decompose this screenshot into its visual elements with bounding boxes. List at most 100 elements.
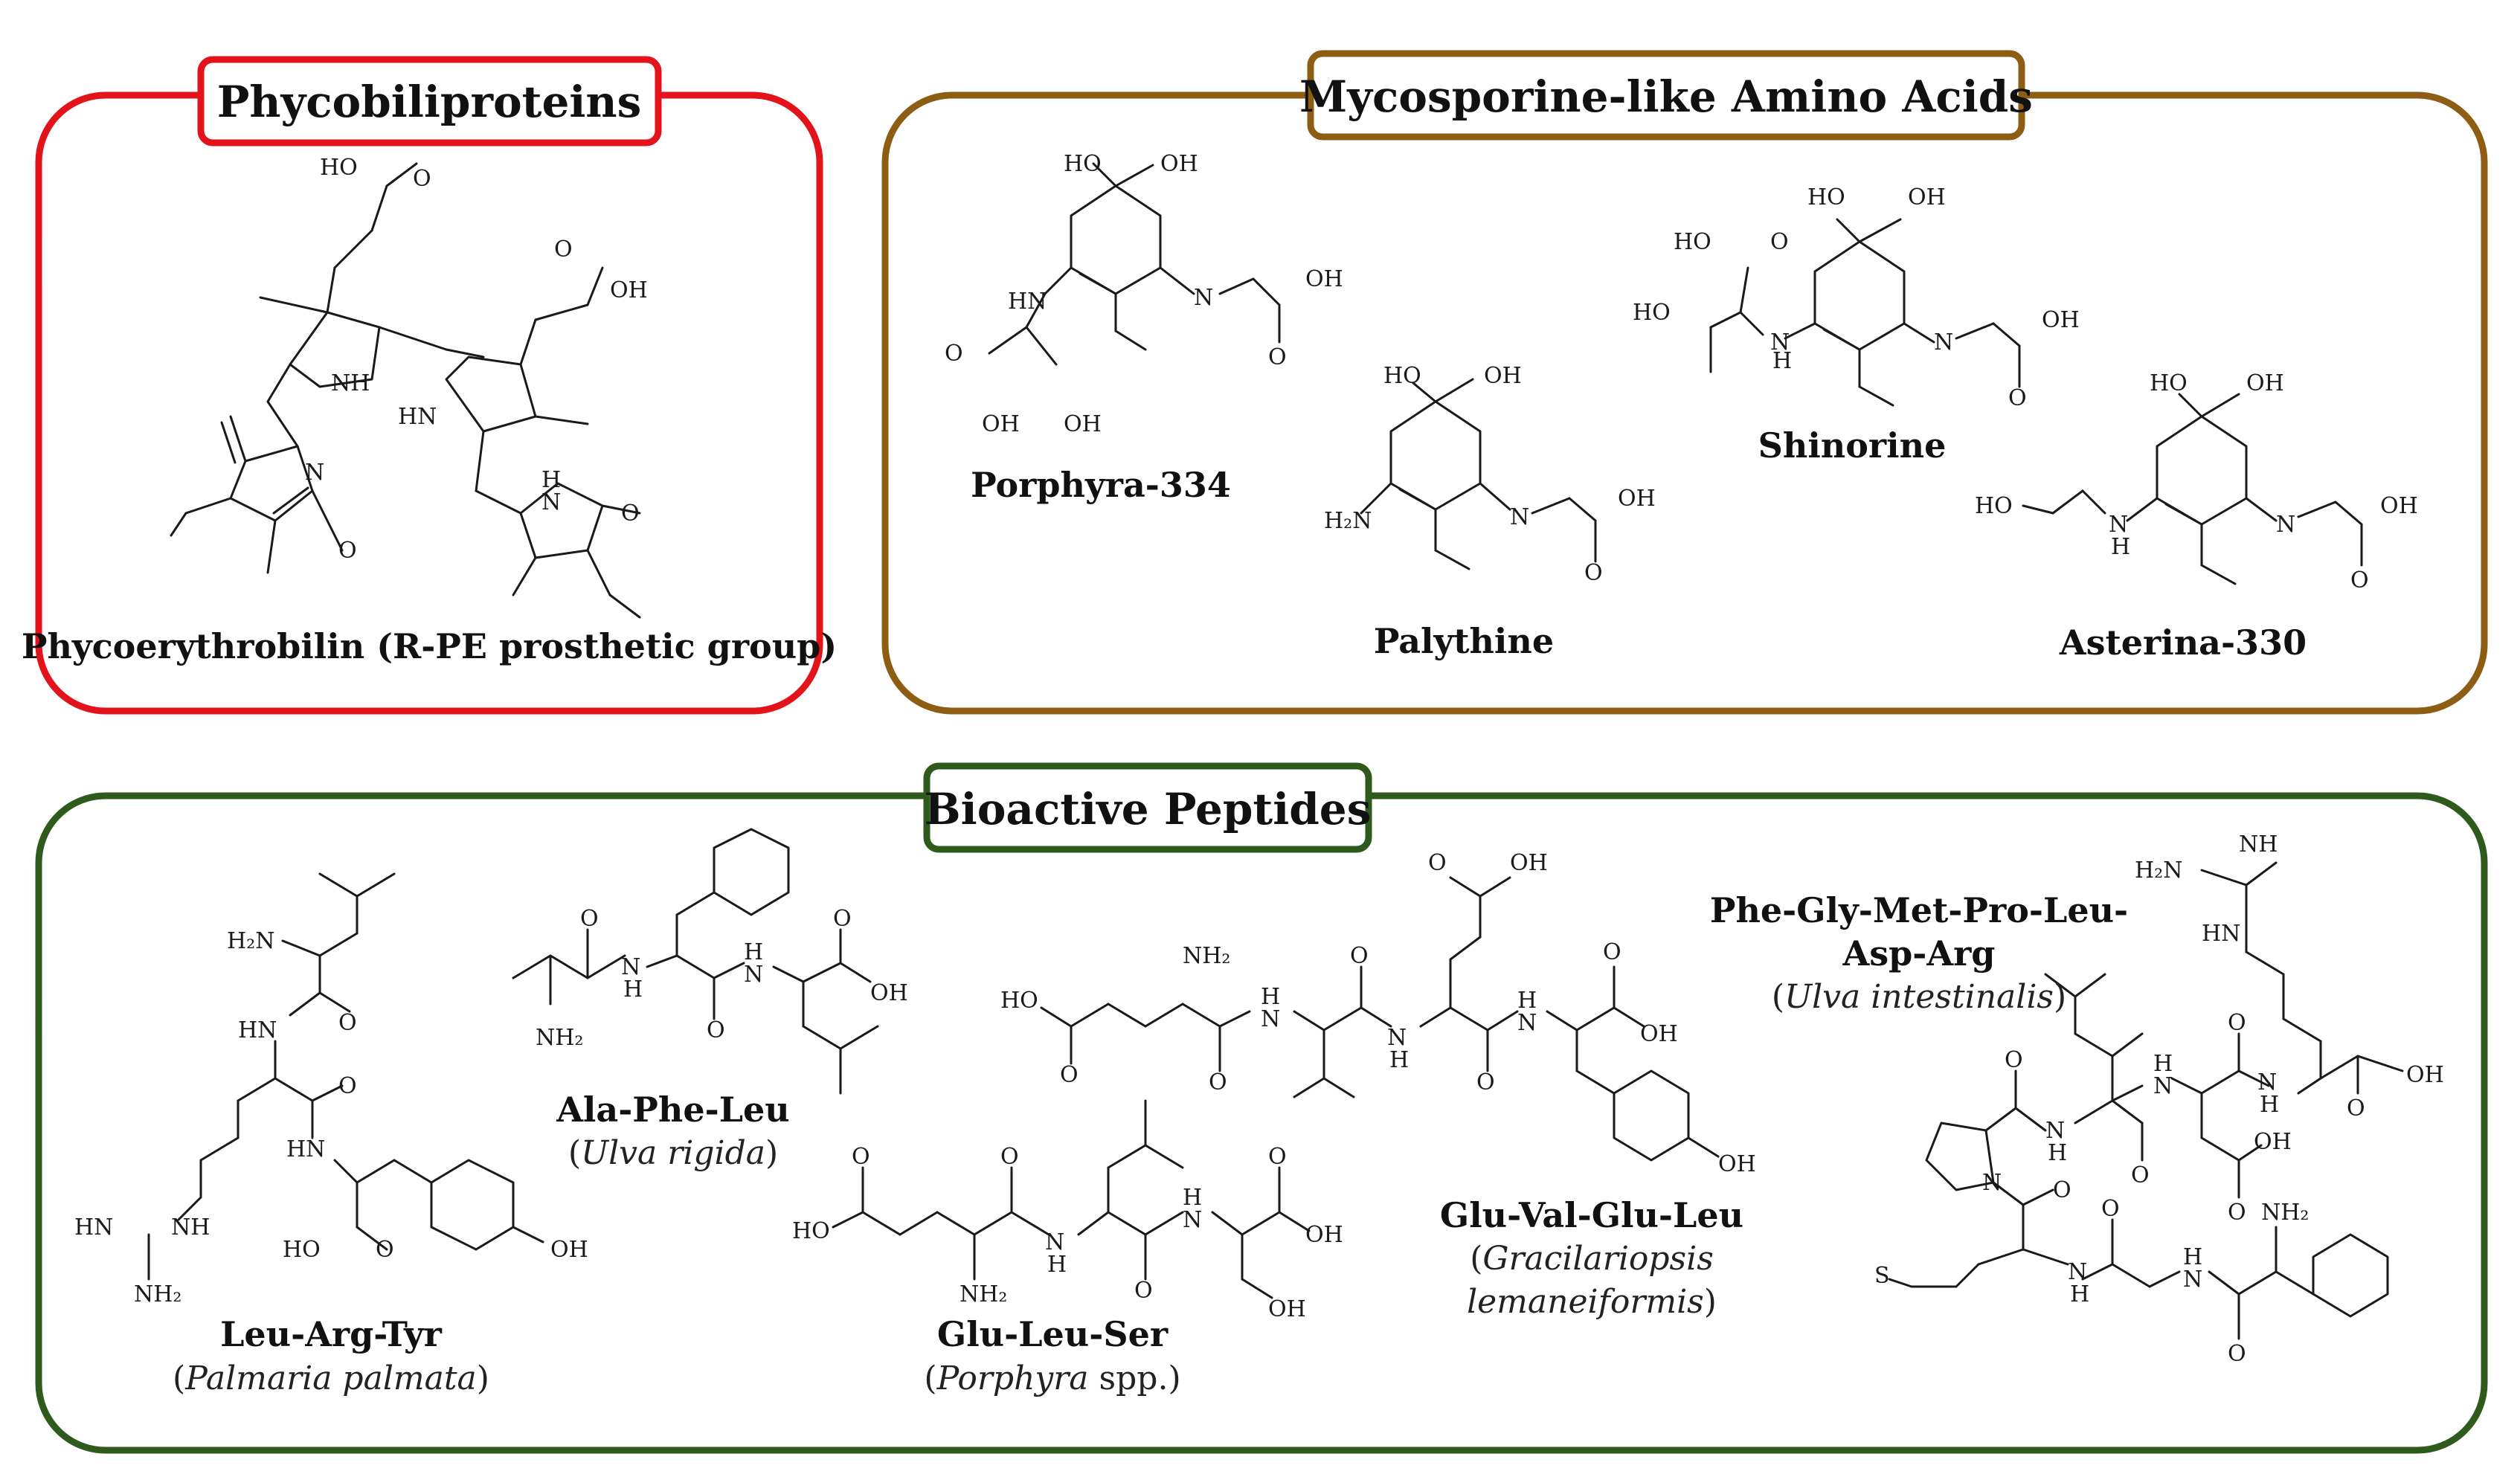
glu-leu-ser-source: (Porphyra spp.) — [924, 1359, 1180, 1397]
svg-text:O: O — [1428, 850, 1447, 876]
svg-text:O: O — [338, 1073, 357, 1099]
svg-text:HO: HO — [1674, 229, 1711, 255]
svg-text:O: O — [2228, 1341, 2246, 1367]
svg-text:O: O — [1060, 1062, 1079, 1088]
svg-text:NH: NH — [331, 370, 370, 396]
svg-text:O: O — [376, 1237, 394, 1263]
svg-text:N: N — [1261, 1006, 1280, 1032]
svg-text:H: H — [2111, 534, 2130, 560]
maa-border — [881, 91, 2488, 715]
shinorine-atoms: HO OH HO O HO N H N OH O — [1633, 184, 2080, 411]
svg-text:O: O — [554, 236, 573, 263]
svg-text:O: O — [945, 341, 963, 367]
svg-text:H: H — [2153, 1051, 2173, 1077]
svg-text:OH: OH — [2380, 493, 2418, 519]
phycoerythrobilin-label: Phycoerythrobilin (R-PE prosthetic group… — [22, 626, 837, 666]
svg-text:H₂N: H₂N — [1324, 508, 1372, 534]
svg-text:S: S — [1874, 1263, 1890, 1289]
svg-text:H: H — [2260, 1092, 2279, 1118]
svg-text:NH₂: NH₂ — [1183, 943, 1230, 969]
svg-text:O: O — [1350, 943, 1369, 969]
svg-text:O: O — [2101, 1196, 2120, 1222]
svg-text:N: N — [2068, 1259, 2087, 1285]
svg-text:H: H — [744, 939, 763, 965]
svg-text:NH₂: NH₂ — [2261, 1200, 2309, 1226]
svg-text:HO: HO — [2150, 370, 2188, 396]
glu-val-glu-leu-source-line2: lemaneiformis) — [1467, 1283, 1717, 1321]
peptides-title-box — [923, 762, 1372, 853]
svg-text:NH₂: NH₂ — [536, 1025, 583, 1051]
svg-text:N: N — [2183, 1267, 2202, 1293]
svg-text:N: N — [1387, 1025, 1407, 1051]
svg-text:O: O — [1584, 560, 1603, 586]
svg-text:OH: OH — [550, 1237, 588, 1263]
svg-text:O: O — [1770, 229, 1789, 255]
svg-text:H: H — [1389, 1047, 1409, 1073]
svg-text:N: N — [1770, 329, 1790, 355]
svg-text:OH: OH — [1160, 151, 1198, 177]
svg-text:H: H — [2070, 1281, 2089, 1307]
svg-text:N: N — [1183, 1207, 1202, 1233]
porphyra334-structure — [988, 162, 1281, 366]
leu-arg-tyr-name: Leu-Arg-Tyr — [220, 1314, 443, 1354]
asterina330-structure — [2022, 393, 2363, 585]
leu-arg-tyr-atoms: H₂N O HN O HN NH HN NH₂ HO O OH — [74, 928, 588, 1307]
svg-text:OH: OH — [870, 980, 908, 1006]
svg-text:HO: HO — [1633, 300, 1671, 326]
phe-gly-met-pro-leu-asp-arg-structure — [1888, 861, 2404, 1340]
svg-text:N: N — [1982, 1170, 2002, 1196]
svg-text:N: N — [1045, 1229, 1064, 1255]
svg-text:HO: HO — [1975, 493, 2013, 519]
svg-text:O: O — [338, 538, 357, 564]
svg-text:H: H — [1517, 988, 1537, 1014]
phycobiliproteins-title-box — [197, 56, 662, 147]
svg-text:H: H — [623, 976, 643, 1003]
svg-text:NH₂: NH₂ — [134, 1281, 181, 1307]
ala-phe-leu-name: Ala-Phe-Leu — [556, 1090, 790, 1130]
svg-text:OH: OH — [1510, 850, 1548, 876]
porphyra334-label: Porphyra-334 — [971, 465, 1231, 505]
svg-text:NH: NH — [2239, 831, 2278, 857]
asterina330-atoms: HO OH HO N H N OH O — [1975, 370, 2418, 593]
svg-text:O: O — [2005, 1047, 2023, 1073]
svg-text:O: O — [1268, 1144, 1287, 1170]
svg-text:H: H — [541, 467, 561, 493]
glu-leu-ser-name: Glu-Leu-Ser — [937, 1314, 1169, 1354]
svg-text:O: O — [580, 906, 599, 932]
svg-text:O: O — [2053, 1177, 2071, 1203]
svg-text:O: O — [1268, 344, 1287, 370]
svg-text:O: O — [338, 1010, 357, 1036]
svg-text:O: O — [2008, 385, 2027, 411]
svg-text:H₂N: H₂N — [227, 928, 274, 954]
svg-text:OH: OH — [2406, 1062, 2444, 1088]
svg-text:N: N — [1510, 504, 1529, 530]
svg-text:OH: OH — [982, 411, 1020, 437]
maa-title-box — [1307, 50, 2025, 141]
svg-text:OH: OH — [1908, 184, 1946, 210]
svg-text:H₂N: H₂N — [2135, 857, 2182, 884]
svg-text:O: O — [2350, 567, 2369, 593]
asterina330-label: Asterina-330 — [2059, 622, 2307, 663]
svg-text:H: H — [1047, 1252, 1067, 1278]
svg-text:OH: OH — [1618, 486, 1656, 512]
phycobiliproteins-title: Phycobiliproteins — [217, 77, 641, 127]
glu-leu-ser-structure — [832, 1099, 1311, 1299]
svg-text:OH: OH — [1718, 1151, 1756, 1177]
phycoerythrobilin-atoms: HO O O OH NH HN N O H N O — [305, 155, 648, 564]
svg-text:O: O — [2131, 1162, 2150, 1188]
svg-text:N: N — [1934, 329, 1953, 355]
svg-text:O: O — [2228, 1010, 2246, 1036]
svg-text:H: H — [2048, 1140, 2067, 1166]
ala-phe-leu-structure — [512, 828, 879, 1095]
svg-text:OH: OH — [1484, 363, 1522, 389]
svg-text:OH: OH — [1305, 1222, 1343, 1248]
ala-phe-leu-source: (Ulva rigida) — [568, 1134, 778, 1172]
svg-text:OH: OH — [1305, 266, 1343, 292]
svg-text:N: N — [2153, 1073, 2173, 1099]
svg-text:NH₂: NH₂ — [960, 1281, 1007, 1307]
svg-text:H: H — [2183, 1244, 2202, 1270]
svg-text:H: H — [1772, 348, 1792, 374]
svg-text:HN: HN — [2202, 921, 2240, 947]
svg-text:HO: HO — [1000, 988, 1038, 1014]
